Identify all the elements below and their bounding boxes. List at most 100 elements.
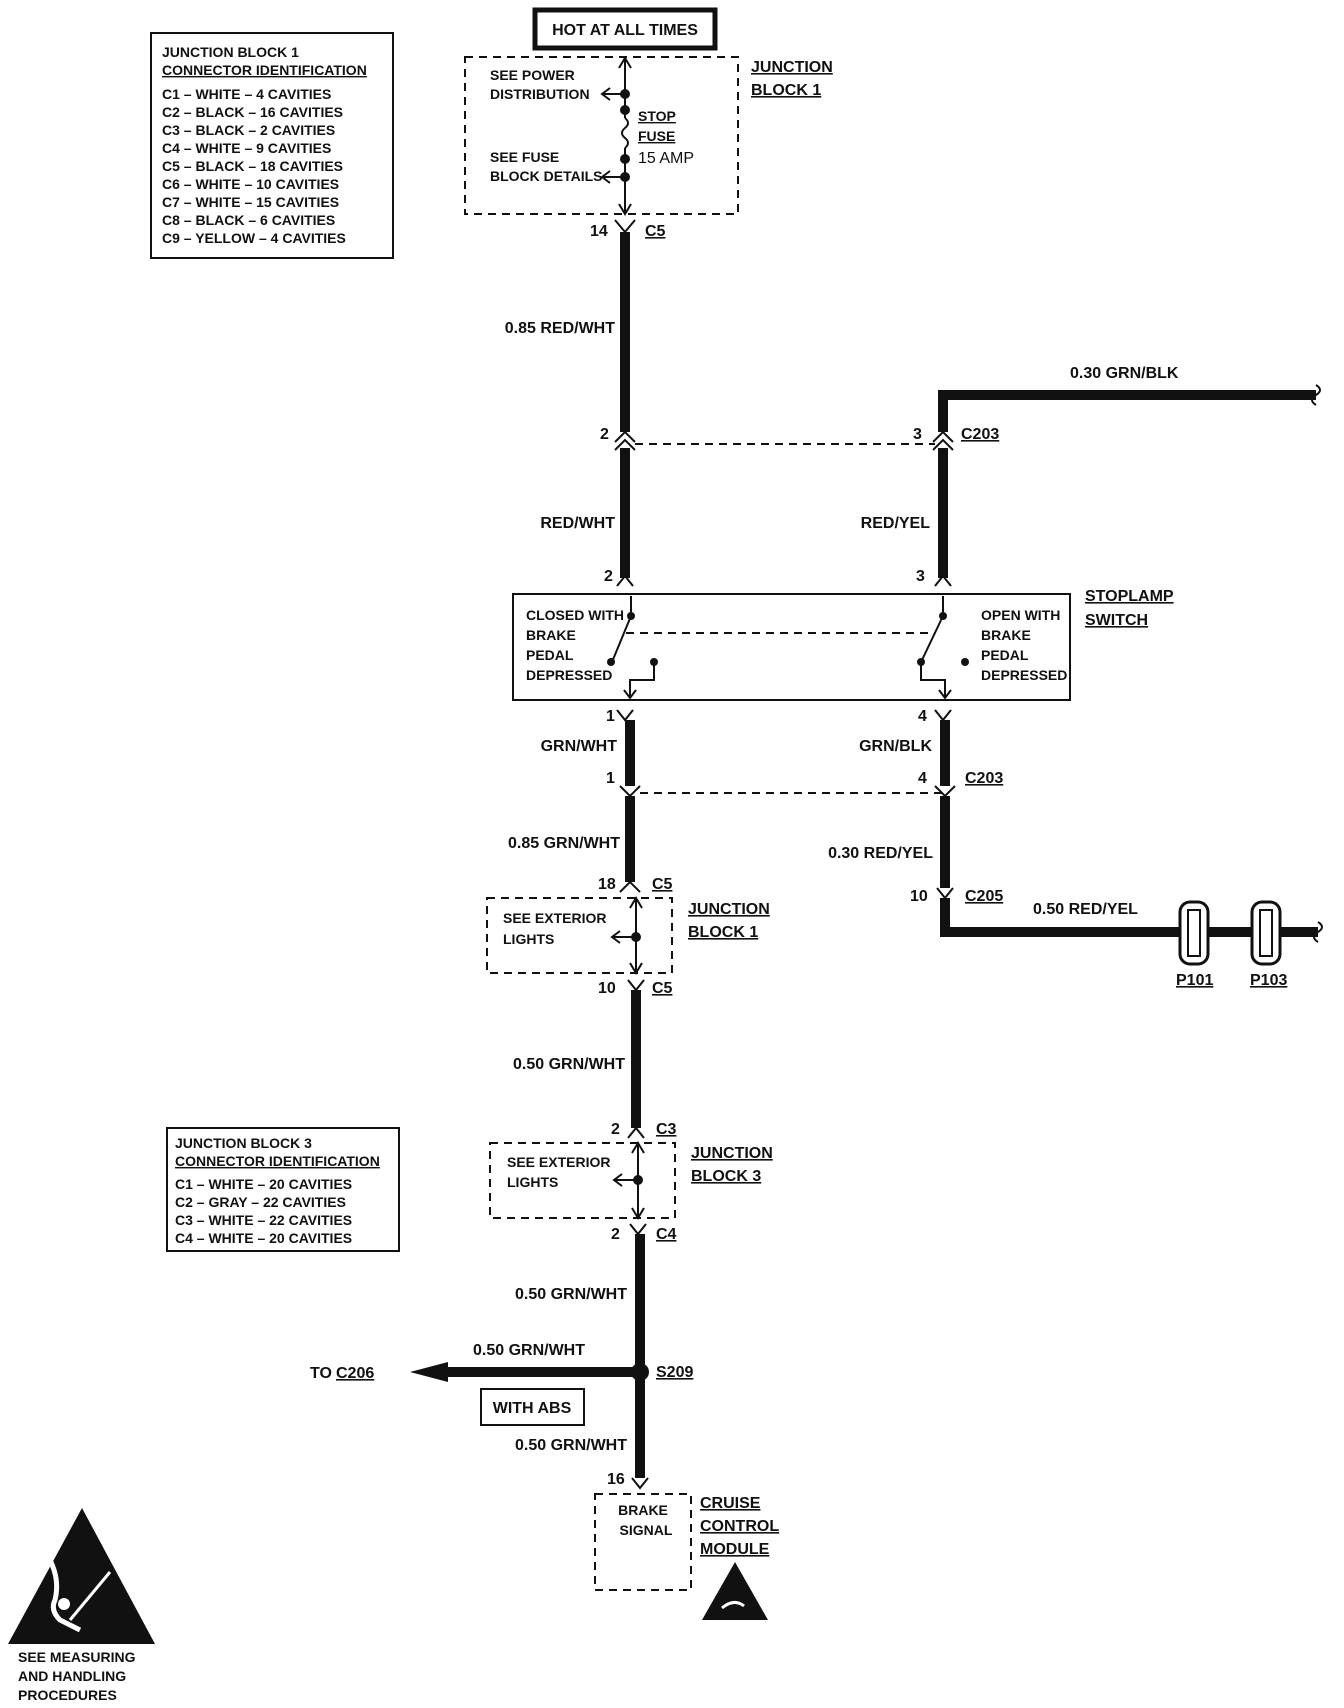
stoplamp-name: STOPLAMP	[1085, 588, 1174, 605]
cruise-module-name: CRUISE	[700, 1495, 761, 1512]
right-circuit: 0.30 GRN/BLK 3 C203 RED/YEL 3 4 GRN/BLK …	[828, 365, 1323, 989]
wire-label: 0.50 RED/YEL	[1033, 901, 1138, 918]
jb1-id-row: C8 – BLACK – 6 CAVITIES	[162, 212, 335, 228]
esd-text: AND HANDLING	[18, 1668, 126, 1684]
pin-label: 3	[913, 426, 922, 443]
jb3-lower-box	[489, 1142, 676, 1219]
pin-label: 1	[606, 708, 615, 725]
wire-label: 0.85 RED/WHT	[505, 320, 615, 337]
esd-warning-icon	[8, 1508, 155, 1644]
jb1-id-subtitle: CONNECTOR IDENTIFICATION	[162, 62, 367, 78]
wire-label: 0.50 GRN/WHT	[473, 1342, 585, 1359]
closed-with-text: BRAKE	[526, 627, 576, 643]
jb1-lower-see: LIGHTS	[503, 931, 554, 947]
connector-label: C5	[652, 876, 673, 893]
open-with-text: BRAKE	[981, 627, 1031, 643]
pin-label: 3	[916, 568, 925, 585]
connector-label: C206	[336, 1365, 374, 1382]
pin-label: 14	[590, 223, 608, 240]
fuse-junction-block: SEE POWER DISTRIBUTION SEE FUSE BLOCK DE…	[464, 56, 833, 216]
hot-at-all-times-label: HOT AT ALL TIMES	[532, 7, 718, 51]
jb3-id-title: JUNCTION BLOCK 3	[175, 1135, 312, 1151]
arrow-to-c206	[410, 1362, 448, 1382]
pin-label: 4	[918, 708, 927, 725]
fuse-name: STOP	[638, 108, 676, 124]
jb1-lower-see: SEE EXTERIOR	[503, 910, 606, 926]
closed-with-text: DEPRESSED	[526, 667, 612, 683]
connector-label: C205	[965, 888, 1003, 905]
jb1-upper-name: JUNCTION	[751, 59, 833, 76]
esd-text: PROCEDURES	[18, 1687, 117, 1703]
pass-through-label: P101	[1176, 972, 1213, 989]
fuse-symbol	[621, 117, 629, 149]
cruise-module-name: MODULE	[700, 1541, 770, 1558]
see-fuse-text: BLOCK DETAILS	[490, 168, 603, 184]
wire-label: 0.30 RED/YEL	[828, 845, 933, 862]
connector-label: C203	[961, 426, 999, 443]
pin-label: 4	[918, 770, 927, 787]
with-abs-box	[480, 1388, 585, 1426]
pin-label: 2	[611, 1226, 620, 1243]
pin-label: 1	[606, 770, 615, 787]
jb1-id-row: C4 – WHITE – 9 CAVITIES	[162, 140, 331, 156]
open-with-text: DEPRESSED	[981, 667, 1067, 683]
closed-with-text: CLOSED WITH	[526, 607, 624, 623]
pin-label: 10	[598, 980, 616, 997]
jb1-id-row: C6 – WHITE – 10 CAVITIES	[162, 176, 339, 192]
connector-label: C5	[645, 223, 666, 240]
jb1-id-row: C2 – BLACK – 16 CAVITIES	[162, 104, 343, 120]
wire-label: 0.30 GRN/BLK	[1070, 365, 1179, 382]
see-power-text: SEE POWER	[490, 67, 575, 83]
jb3-lower-see: SEE EXTERIOR	[507, 1154, 610, 1170]
jb3-connector-id-box: JUNCTION BLOCK 3 CONNECTOR IDENTIFICATIO…	[166, 1127, 400, 1252]
pass-through-p103	[1250, 900, 1282, 966]
jb3-id-row: C1 – WHITE – 20 CAVITIES	[175, 1176, 352, 1192]
jb3-id-subtitle: CONNECTOR IDENTIFICATION	[175, 1153, 380, 1169]
connector-label: C203	[965, 770, 1003, 787]
esd-text: SEE MEASURING	[18, 1649, 136, 1665]
jb1-id-row: C9 – YELLOW – 4 CAVITIES	[162, 230, 346, 246]
jb1-id-row: C5 – BLACK – 18 CAVITIES	[162, 158, 343, 174]
pass-through-p101	[1178, 900, 1210, 966]
brake-signal-text: BRAKE	[618, 1502, 668, 1518]
jb1-id-row: C1 – WHITE – 4 CAVITIES	[162, 86, 331, 102]
wire-label: GRN/BLK	[859, 738, 932, 755]
wire-label: RED/YEL	[861, 515, 931, 532]
jb1-upper-name: BLOCK 1	[751, 82, 821, 99]
wire-label: RED/WHT	[540, 515, 615, 532]
connector-label: C5	[652, 980, 673, 997]
wire-label: 0.50 GRN/WHT	[515, 1286, 627, 1303]
jb3-lower-name: BLOCK 3	[691, 1168, 761, 1185]
jb1-id-row: C3 – BLACK – 2 CAVITIES	[162, 122, 335, 138]
pin-label: 16	[607, 1471, 625, 1488]
connector-label: C3	[656, 1121, 677, 1138]
left-circuit: 14 C5 0.85 RED/WHT 2 RED/WHT 2 1 GRN/WHT…	[310, 219, 779, 1620]
jb1-lower-name: JUNCTION	[688, 901, 770, 918]
jb1-connector-id-box: JUNCTION BLOCK 1 CONNECTOR IDENTIFICATIO…	[150, 32, 394, 259]
brake-signal-text: SIGNAL	[620, 1522, 673, 1538]
pin-label: 2	[604, 568, 613, 585]
splice-label: S209	[656, 1364, 693, 1381]
to-label: TO	[310, 1365, 332, 1382]
open-with-text: PEDAL	[981, 647, 1029, 663]
see-fuse-text: SEE FUSE	[490, 149, 559, 165]
cruise-module-name: CONTROL	[700, 1518, 779, 1535]
wire-label: GRN/WHT	[541, 738, 618, 755]
stoplamp-name: SWITCH	[1085, 612, 1148, 629]
pin-label: 2	[600, 426, 609, 443]
jb3-id-row: C3 – WHITE – 22 CAVITIES	[175, 1212, 352, 1228]
jb1-lower-name: BLOCK 1	[688, 924, 758, 941]
wire-label: 0.85 GRN/WHT	[508, 835, 620, 852]
stoplamp-switch: CLOSED WITH BRAKE PEDAL DEPRESSED OPEN W…	[512, 588, 1174, 701]
fuse-name: FUSE	[638, 128, 675, 144]
closed-with-text: PEDAL	[526, 647, 574, 663]
jb1-id-title: JUNCTION BLOCK 1	[162, 44, 299, 60]
hot-label-text: HOT AT ALL TIMES	[552, 22, 698, 39]
jb1-lower-box	[486, 897, 673, 974]
jb3-id-row: C4 – WHITE – 20 CAVITIES	[175, 1230, 352, 1246]
pin-label: 10	[910, 888, 928, 905]
pin-label: 2	[611, 1121, 620, 1138]
cruise-control-module-box	[594, 1493, 692, 1591]
connector-label: C4	[656, 1226, 677, 1243]
